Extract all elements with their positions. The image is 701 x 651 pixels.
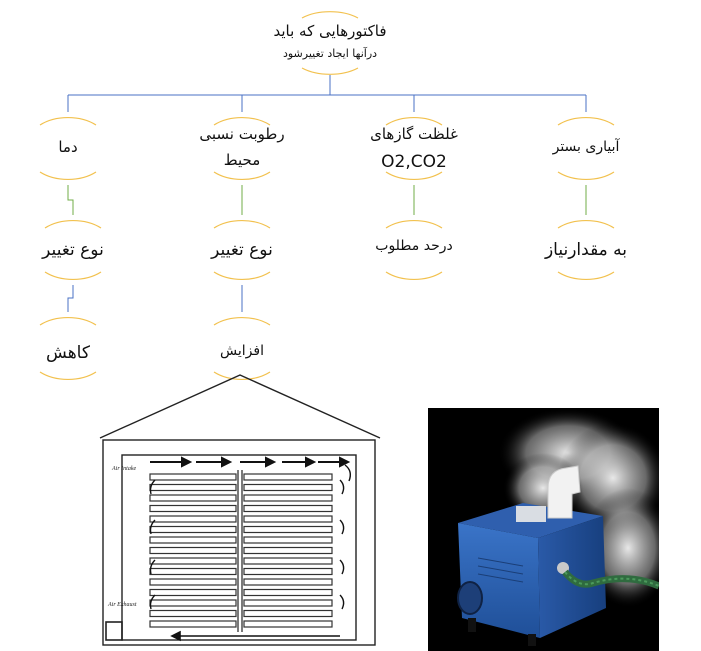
shelf-tray (243, 536, 333, 544)
shelf-tray (243, 504, 333, 513)
humidifier-photo (428, 408, 659, 651)
shelf-tray (149, 599, 237, 607)
node-arc (39, 371, 97, 381)
root-arc-bottom (301, 67, 359, 75)
node-arc (39, 171, 97, 181)
node-arc (44, 219, 102, 229)
node-arc (44, 271, 102, 281)
inner-chamber (121, 454, 357, 641)
node-arc (557, 219, 615, 229)
link-2-3a (67, 285, 74, 312)
shelf-tray (149, 546, 237, 555)
level2-label: به مقدارنیاز (544, 240, 628, 260)
shelf-tray (149, 473, 237, 481)
level1-label: غلظت گازهای (370, 125, 458, 143)
air-exhaust-label: Air Exhaust (107, 602, 137, 608)
node-arc (385, 271, 443, 281)
node-arc (557, 116, 615, 126)
shelf-tray (149, 494, 237, 502)
shelf-tray (149, 609, 237, 618)
link-1-2a (67, 185, 74, 215)
shelf-tray (149, 483, 237, 492)
shelf-tray (243, 578, 333, 586)
shelf-tray (149, 620, 237, 628)
level2-label: درحد مطلوب (375, 238, 453, 254)
shelf-tray (243, 525, 333, 534)
shelf-tray (243, 473, 333, 481)
shelf-tray (243, 546, 333, 555)
shelf-tray (243, 494, 333, 502)
shelf-tray (149, 578, 237, 586)
level1-label: رطوبت نسبی (199, 125, 285, 143)
node-arc (385, 171, 443, 181)
shelf-tray (243, 557, 333, 565)
shelf-tray (243, 609, 333, 618)
node-arc (557, 271, 615, 281)
node-arc (39, 116, 97, 126)
shelf-tray (243, 588, 333, 597)
shelf-tray (149, 557, 237, 565)
level1-label: آبیاری بستر (552, 139, 620, 155)
node-arc (385, 116, 443, 126)
level1-label-line2: O2,CO2 (381, 152, 447, 172)
node-arc (213, 271, 271, 281)
level2-label: نوع تغییر (211, 240, 273, 260)
shelf-tray (243, 620, 333, 628)
shelf-tray (149, 536, 237, 544)
level1-label: دما (58, 138, 78, 156)
shelf-tray (243, 515, 333, 523)
shelf-tray (243, 483, 333, 492)
node-arc (557, 171, 615, 181)
root-subtitle: درآنها ایجاد تغییرشود (282, 47, 378, 60)
shelf-tray (243, 567, 333, 576)
shelf-tray (149, 504, 237, 513)
shelf-tray (149, 567, 237, 576)
building-outline (102, 439, 376, 646)
node-arc (385, 219, 443, 229)
level3-label: کاهش (46, 343, 90, 363)
level2-label: نوع تغییر (42, 240, 104, 260)
shelf-tray (149, 515, 237, 523)
node-arc (213, 219, 271, 229)
node-arc (213, 171, 271, 181)
tree-connectors (39, 11, 615, 381)
node-arc (213, 316, 271, 326)
shelf-tray (149, 588, 237, 597)
level3-label: افزایش (220, 343, 264, 359)
shelf-tray (149, 525, 237, 534)
shelf-tray (243, 599, 333, 607)
node-arc (213, 371, 271, 381)
air-intake-label: Air Intake (111, 466, 136, 472)
level1-label-line2: محیط (223, 151, 261, 169)
node-arc (39, 316, 97, 326)
root-arc-top (301, 11, 359, 19)
node-arc (213, 116, 271, 126)
root-title: فاکتورهایی که باید (273, 22, 387, 40)
